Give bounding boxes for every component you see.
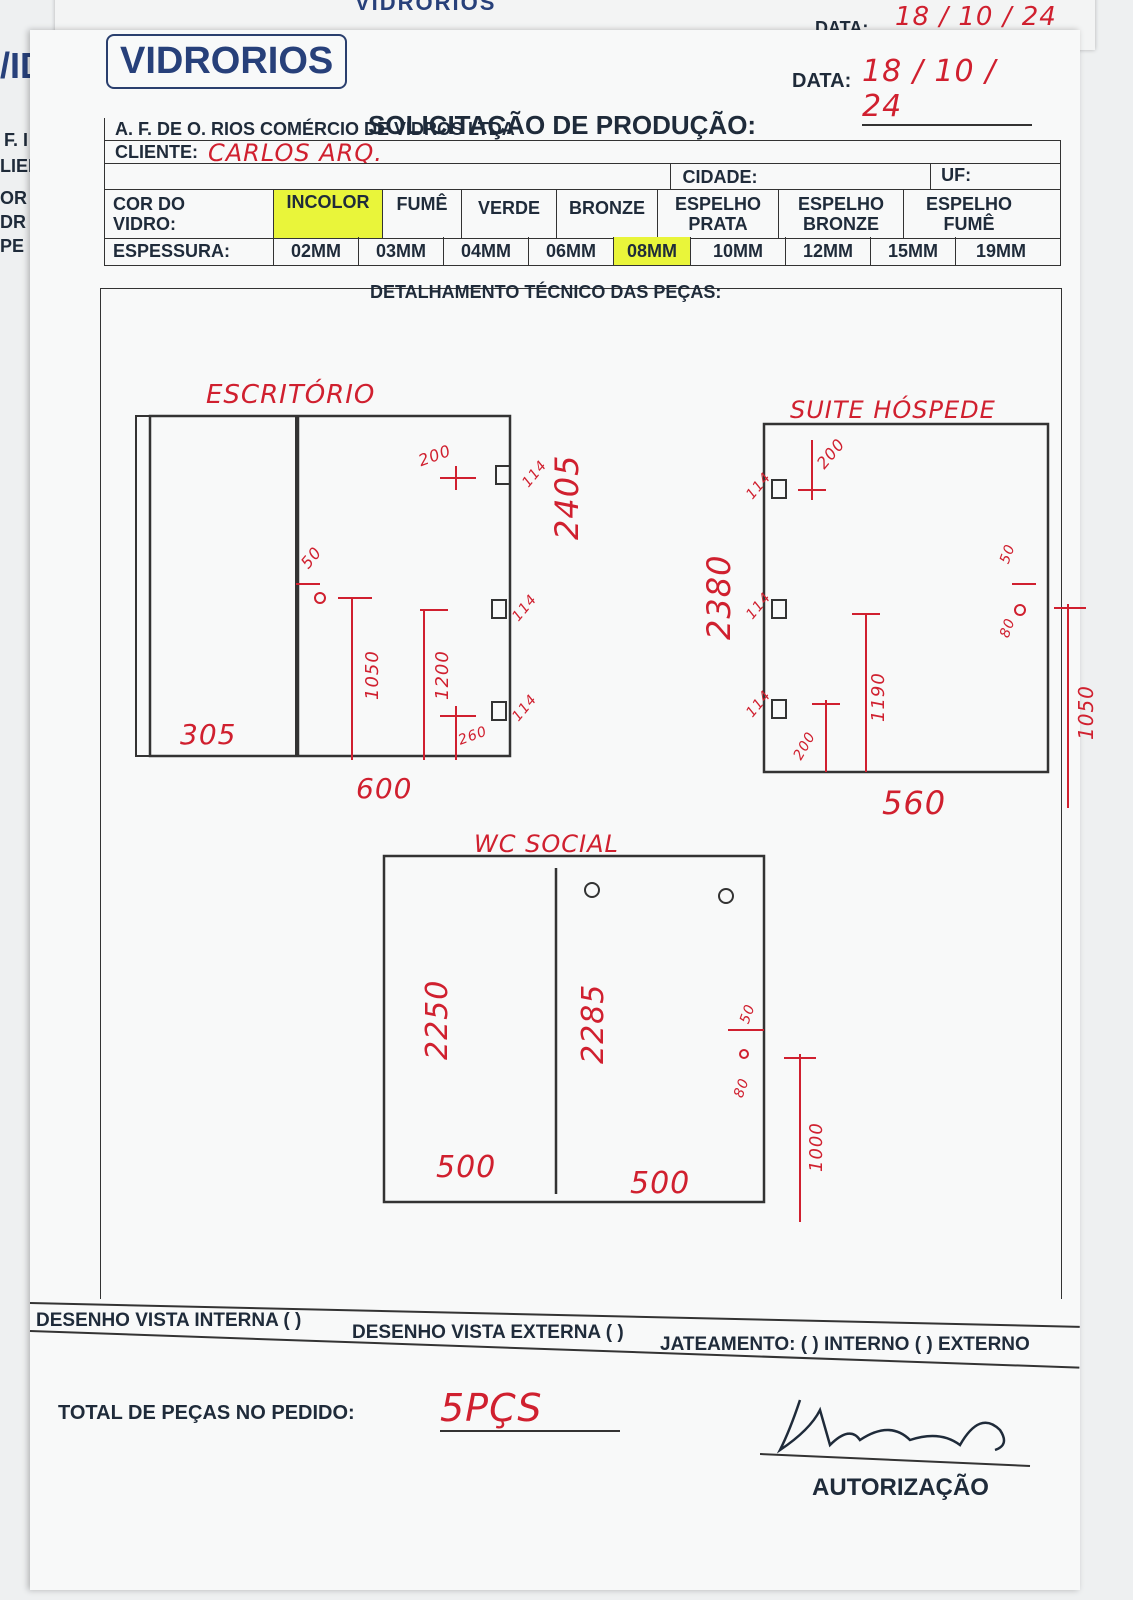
thickness-option[interactable]: 19MM <box>975 241 1026 261</box>
city-label: CIDADE: <box>669 164 931 190</box>
escritorio-frame <box>148 414 512 758</box>
dimension-label: 1050 <box>362 650 383 700</box>
company-name: A. F. DE O. RIOS COMÉRCIO DE VIDROS LTDA <box>115 119 515 139</box>
city-row: CIDADE: UF: <box>104 163 1061 190</box>
color-option-espelho-fume[interactable]: ESPELHO FUMÊ <box>925 194 1013 234</box>
client-value: CARLOS ARQ. <box>208 139 383 167</box>
color-option-fume[interactable]: FUMÊ <box>383 190 462 238</box>
dimension-label: 305 <box>180 718 237 751</box>
glass-color-label: COR DO VIDRO: <box>105 190 274 238</box>
production-form-sheet <box>30 30 1080 1590</box>
color-option-verde[interactable]: VERDE <box>462 190 557 238</box>
dimension-label: 1190 <box>868 672 889 722</box>
client-row: CLIENTE: CARLOS ARQ. <box>104 139 1061 167</box>
dimension-label: 2405 <box>548 454 586 540</box>
drawing-label-suite: SUITE HÓSPEDE <box>790 396 996 424</box>
back-sheet-date-value: 18 / 10 / 24 <box>895 2 1057 32</box>
thickness-option-selected[interactable]: 08MM <box>614 237 691 265</box>
authorization-signature <box>760 1399 1031 1467</box>
dimension-label: 2380 <box>700 554 738 640</box>
dimension-label: 2285 <box>576 983 611 1064</box>
color-option-espelho-bronze[interactable]: ESPELHO BRONZE <box>779 190 904 238</box>
blasting-option[interactable]: JATEAMENTO: ( ) INTERNO ( ) EXTERNO <box>660 1334 1030 1355</box>
back-fragment: PE <box>0 236 25 256</box>
back-fragment: DR <box>0 212 26 232</box>
glass-color-row: COR DO VIDRO: INCOLOR FUMÊ VERDE BRONZE … <box>104 189 1061 239</box>
client-label: CLIENTE: <box>115 142 198 162</box>
uf-label: UF: <box>930 164 1060 190</box>
date-label: DATA: <box>792 70 852 92</box>
color-option-incolor[interactable]: INCOLOR <box>274 190 383 238</box>
back-fragment: OR <box>0 188 27 208</box>
thickness-option[interactable]: 03MM <box>359 237 444 265</box>
escritorio-left-panel <box>135 415 297 757</box>
back-sheet-logo: VIDRORIOS <box>355 0 497 15</box>
vidrorios-logo: VIDRORIOS <box>106 34 348 89</box>
drawing-label-escritorio: ESCRITÓRIO <box>206 380 376 410</box>
dimension-label: 1200 <box>432 650 453 700</box>
total-pieces-value: 5PÇS <box>440 1386 620 1432</box>
thickness-option[interactable]: 10MM <box>691 237 786 265</box>
dimension-label: 560 <box>882 784 947 822</box>
color-option-espelho-prata[interactable]: ESPELHO PRATA <box>658 190 779 238</box>
company-row: A. F. DE O. RIOS COMÉRCIO DE VIDROS LTDA <box>104 118 1060 140</box>
technical-detail-title: DETALHAMENTO TÉCNICO DAS PEÇAS: <box>370 282 722 302</box>
authorization-label: AUTORIZAÇÃO <box>812 1474 989 1501</box>
thickness-option[interactable]: 04MM <box>444 237 529 265</box>
thickness-option[interactable]: 12MM <box>786 237 871 265</box>
thickness-option[interactable]: 02MM <box>274 237 359 265</box>
thickness-row: ESPESSURA: 02MM 03MM 04MM 06MM 08MM 10MM… <box>104 237 1061 266</box>
external-view-option[interactable]: DESENHO VISTA EXTERNA ( ) <box>352 1322 624 1343</box>
dimension-label: 500 <box>630 1166 691 1201</box>
dimension-label: 600 <box>356 772 413 805</box>
dimension-label: 1050 <box>1074 685 1098 740</box>
technical-detail-area <box>100 288 1062 1299</box>
dimension-label: 1000 <box>806 1122 827 1172</box>
internal-view-option[interactable]: DESENHO VISTA INTERNA ( ) <box>36 1310 302 1331</box>
dimension-label: 2250 <box>420 979 455 1060</box>
form-title: SOLICITAÇÃO DE PRODUÇÃO: <box>368 110 757 140</box>
date-value: 18 / 10 / 24 <box>862 54 1032 126</box>
thickness-label: ESPESSURA: <box>105 237 274 265</box>
color-option-bronze[interactable]: BRONZE <box>557 190 658 238</box>
suite-frame <box>762 422 1050 774</box>
thickness-option[interactable]: 15MM <box>871 237 956 265</box>
drawing-label-wc: WC SOCIAL <box>474 830 619 858</box>
back-fragment: F. I <box>4 130 29 150</box>
dimension-label: 500 <box>436 1150 497 1185</box>
thickness-option[interactable]: 06MM <box>529 237 614 265</box>
total-pieces-label: TOTAL DE PEÇAS NO PEDIDO: <box>58 1402 355 1424</box>
